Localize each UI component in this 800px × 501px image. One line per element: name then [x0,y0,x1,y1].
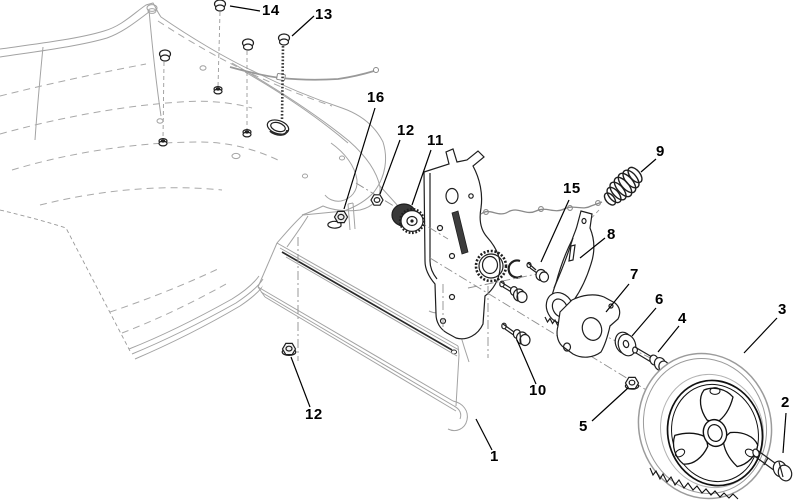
mower-deck-outline [0,2,470,363]
top-fasteners [158,0,291,147]
torsion-spring-wire [480,200,603,215]
callout-label-13: 13 [315,6,333,23]
callout-label-3: 3 [778,301,787,318]
bolt-part-15 [526,261,550,283]
callout-label-1: 1 [490,448,499,465]
callout-label-4: 4 [678,310,687,327]
callout-label-12-lower: 12 [305,406,323,423]
callout-label-16: 16 [367,89,385,106]
shoulder-bolt-part-10-upper [499,280,528,304]
callout-label-12-upper: 12 [397,122,415,139]
bolt-top-left [158,49,172,147]
cable [229,66,375,81]
hex-nut-part-12-upper [370,194,384,206]
axle-bolt-part-2 [752,448,793,482]
retainer-clip [507,259,523,279]
spring-part-9 [603,166,643,206]
callout-label-5: 5 [579,418,588,435]
callout-label-8: 8 [607,226,616,243]
wheel-part-3 [637,352,773,500]
callout-label-14: 14 [262,2,280,19]
tire-tread [649,467,739,500]
quadrant-gear [474,249,508,283]
bolt-part-14 [213,0,227,95]
flange-nut-part-5 [624,376,640,390]
callout-label-6: 6 [655,291,664,308]
plate-slot [451,210,469,255]
washer-part-6 [614,331,637,357]
callout-label-15: 15 [563,180,581,197]
callout-label-11: 11 [427,132,444,149]
flange-nut-part-16 [327,210,349,229]
callout-label-9: 9 [656,143,665,160]
callout-label-2: 2 [781,394,790,411]
baffle-rod [281,251,453,351]
bolt-top-mid [241,38,255,138]
rear-baffle-part-1 [257,242,468,432]
shoulder-bolt-part-10 [501,322,531,347]
callout-leader-lines [229,5,787,454]
bolt-part-13 [266,33,291,136]
callout-label-7: 7 [630,266,639,283]
wheel-bracket-part-7 [556,294,621,358]
flange-nut-part-12-lower [281,342,297,357]
callout-label-10: 10 [529,382,547,399]
knurled-bushing-part-11 [391,203,426,235]
height-adjuster-plate [423,148,523,340]
